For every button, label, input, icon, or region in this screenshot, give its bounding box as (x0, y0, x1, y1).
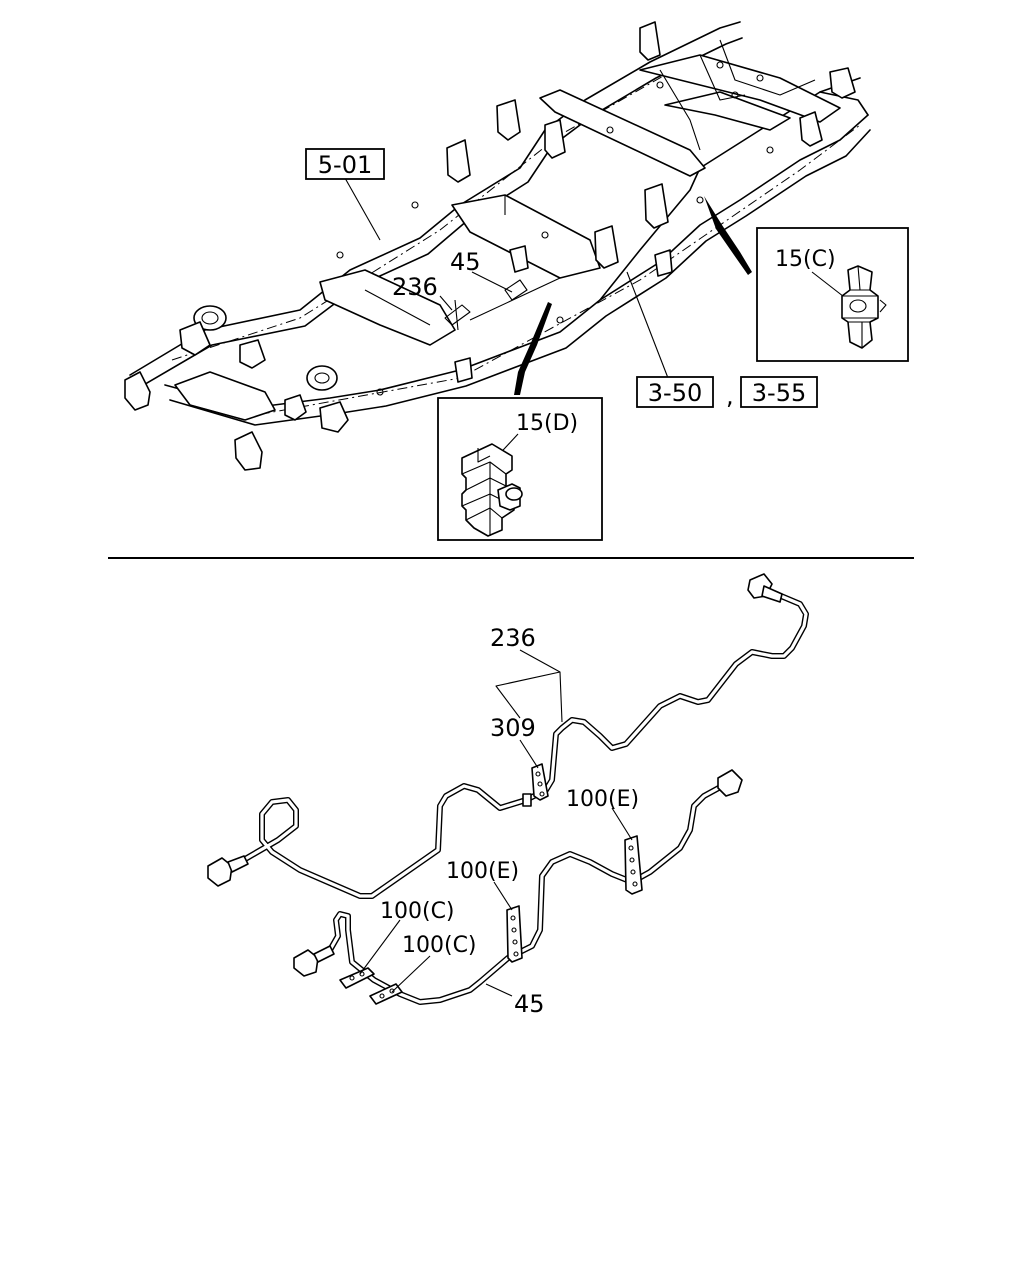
bottom-callout-100e-upper: 100(E) (566, 787, 639, 812)
bolt-holes (336, 61, 774, 396)
clip-100c-lower (369, 983, 403, 1005)
fitting-45-rear (717, 769, 743, 797)
pipe-45-assembly (293, 769, 743, 1005)
bottom-callout-236: 236 (490, 624, 536, 652)
bottom-callout-100c-upper: 100(C) (380, 899, 455, 924)
clip-100e-lower (506, 905, 523, 963)
clip-309 (531, 763, 549, 801)
bottom-callout-309: 309 (490, 714, 536, 742)
detail-d-box: 15(D) (437, 397, 603, 541)
top-callout-236: 236 (392, 273, 438, 301)
reference-frame-box[interactable]: 5-01 (305, 148, 385, 180)
reference-a-box[interactable]: 3-50 (636, 376, 714, 408)
bottom-callout-100e-lower: 100(E) (446, 859, 519, 884)
bottom-callout-100c-lower: 100(C) (402, 933, 477, 958)
clip-100e-upper (624, 835, 643, 895)
pipe-236-ferrule (522, 793, 532, 807)
clip-d-illustration (461, 443, 523, 537)
fitting-236-front (207, 855, 249, 887)
fitting-236-rear (747, 573, 783, 603)
clip-100c-upper (339, 967, 375, 989)
bottom-leader-lines (359, 649, 633, 997)
detail-c-label: 15(C) (775, 247, 836, 272)
pipe-236-assembly (207, 573, 809, 899)
reference-a-label: 3-50 (648, 379, 702, 407)
reference-b-label: 3-55 (752, 379, 806, 407)
fitting-45-front (293, 945, 335, 977)
bottom-callout-45: 45 (514, 990, 545, 1018)
top-leader-lines (344, 177, 752, 395)
reference-b-box[interactable]: 3-55 (740, 376, 818, 408)
reference-separator: , (726, 382, 734, 410)
top-callout-45: 45 (450, 248, 481, 276)
clip-c-illustration (841, 265, 887, 349)
detail-c-box: 15(C) (756, 227, 909, 362)
reference-frame-label: 5-01 (318, 151, 372, 179)
chassis-frame (124, 21, 871, 471)
detail-d-label: 15(D) (516, 411, 578, 436)
